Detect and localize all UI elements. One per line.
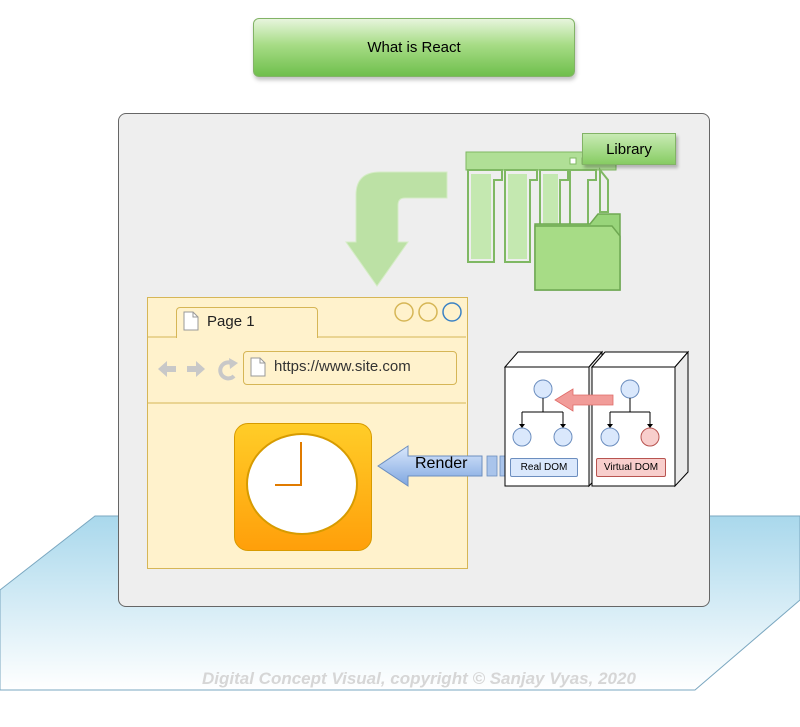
library-label: Library [582, 133, 676, 165]
curved-arrow-icon [345, 171, 448, 287]
title-text: What is React [367, 39, 461, 56]
window-control-circle [418, 302, 438, 322]
page-icon [183, 311, 199, 331]
browser-tab[interactable] [176, 307, 318, 338]
virtual-dom-label-text: Virtual DOM [603, 462, 659, 473]
changed-node [640, 427, 660, 447]
render-label: Render [415, 455, 468, 472]
forward-arrow-icon [187, 361, 205, 377]
address-bar[interactable] [243, 351, 457, 385]
back-arrow-icon [158, 361, 176, 377]
copyright-watermark: Digital Concept Visual, copyright © Sanj… [202, 669, 636, 688]
real-dom-label: Real DOM [510, 458, 578, 477]
library-label-text: Library [606, 140, 652, 158]
url-page-icon [250, 357, 266, 377]
library-icon [345, 151, 621, 291]
clock-hands-icon [275, 442, 302, 486]
url-text: https://www.site.com [274, 358, 411, 375]
diff-arrow-icon [554, 388, 614, 412]
real-dom-tree [512, 379, 573, 447]
tab-label: Page 1 [207, 313, 255, 330]
reload-icon [218, 360, 236, 381]
title-box: What is React [253, 18, 575, 77]
window-control-circle [394, 302, 414, 322]
render-arrow [377, 445, 507, 487]
virtual-dom-label: Virtual DOM [596, 458, 666, 477]
window-control-circle [442, 302, 462, 322]
real-dom-label-text: Real DOM [520, 462, 568, 473]
